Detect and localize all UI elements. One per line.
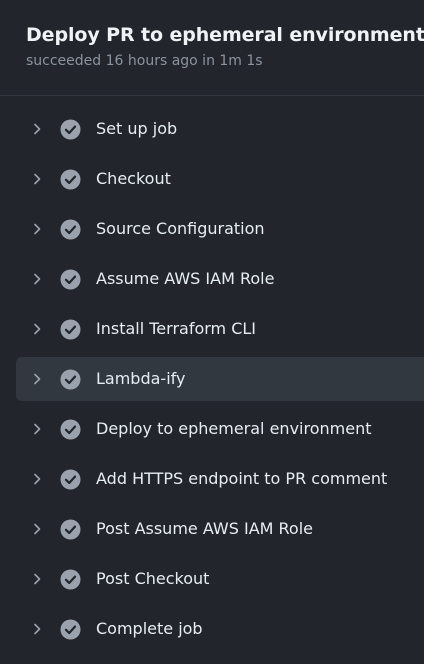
step-row[interactable]: Install Terraform CLI: [0, 304, 424, 354]
check-circle-icon: [60, 319, 81, 340]
job-status-text: succeeded 16 hours ago in 1m 1s: [26, 53, 263, 69]
step-label: Add HTTPS endpoint to PR comment: [96, 469, 388, 488]
step-row[interactable]: Deploy to ephemeral environment: [0, 404, 424, 454]
step-row-highlight: [16, 357, 424, 401]
check-circle-icon: [60, 569, 81, 590]
chevron-right-icon[interactable]: [29, 371, 45, 387]
job-header: Deploy PR to ephemeral environment succe…: [0, 0, 424, 96]
step-row[interactable]: Set up job: [0, 104, 424, 154]
step-label: Assume AWS IAM Role: [96, 269, 275, 288]
chevron-right-icon[interactable]: [29, 571, 45, 587]
step-label: Complete job: [96, 619, 203, 638]
step-row[interactable]: Assume AWS IAM Role: [0, 254, 424, 304]
check-circle-icon: [60, 269, 81, 290]
step-label: Lambda-ify: [96, 369, 186, 388]
check-circle-icon: [60, 469, 81, 490]
check-circle-icon: [60, 369, 81, 390]
check-circle-icon: [60, 169, 81, 190]
step-label: Source Configuration: [96, 219, 265, 238]
step-row[interactable]: Complete job: [0, 604, 424, 654]
step-label: Checkout: [96, 169, 171, 188]
step-row[interactable]: Source Configuration: [0, 204, 424, 254]
step-row[interactable]: Post Checkout: [0, 554, 424, 604]
chevron-right-icon[interactable]: [29, 221, 45, 237]
chevron-right-icon[interactable]: [29, 171, 45, 187]
chevron-right-icon[interactable]: [29, 471, 45, 487]
step-label: Install Terraform CLI: [96, 319, 257, 338]
chevron-right-icon[interactable]: [29, 271, 45, 287]
chevron-right-icon[interactable]: [29, 321, 45, 337]
step-label: Deploy to ephemeral environment: [96, 419, 372, 438]
chevron-right-icon[interactable]: [29, 421, 45, 437]
step-row[interactable]: Post Assume AWS IAM Role: [0, 504, 424, 554]
step-row[interactable]: Add HTTPS endpoint to PR comment: [0, 454, 424, 504]
chevron-right-icon[interactable]: [29, 121, 45, 137]
check-circle-icon: [60, 619, 81, 640]
step-label: Post Assume AWS IAM Role: [96, 519, 313, 538]
step-label: Post Checkout: [96, 569, 210, 588]
check-circle-icon: [60, 219, 81, 240]
chevron-right-icon[interactable]: [29, 521, 45, 537]
step-label: Set up job: [96, 119, 178, 138]
check-circle-icon: [60, 419, 81, 440]
check-circle-icon: [60, 519, 81, 540]
step-row[interactable]: Lambda-ify: [0, 354, 424, 404]
check-circle-icon: [60, 119, 81, 140]
job-title: Deploy PR to ephemeral environment: [26, 24, 424, 46]
step-row[interactable]: Checkout: [0, 154, 424, 204]
chevron-right-icon[interactable]: [29, 621, 45, 637]
